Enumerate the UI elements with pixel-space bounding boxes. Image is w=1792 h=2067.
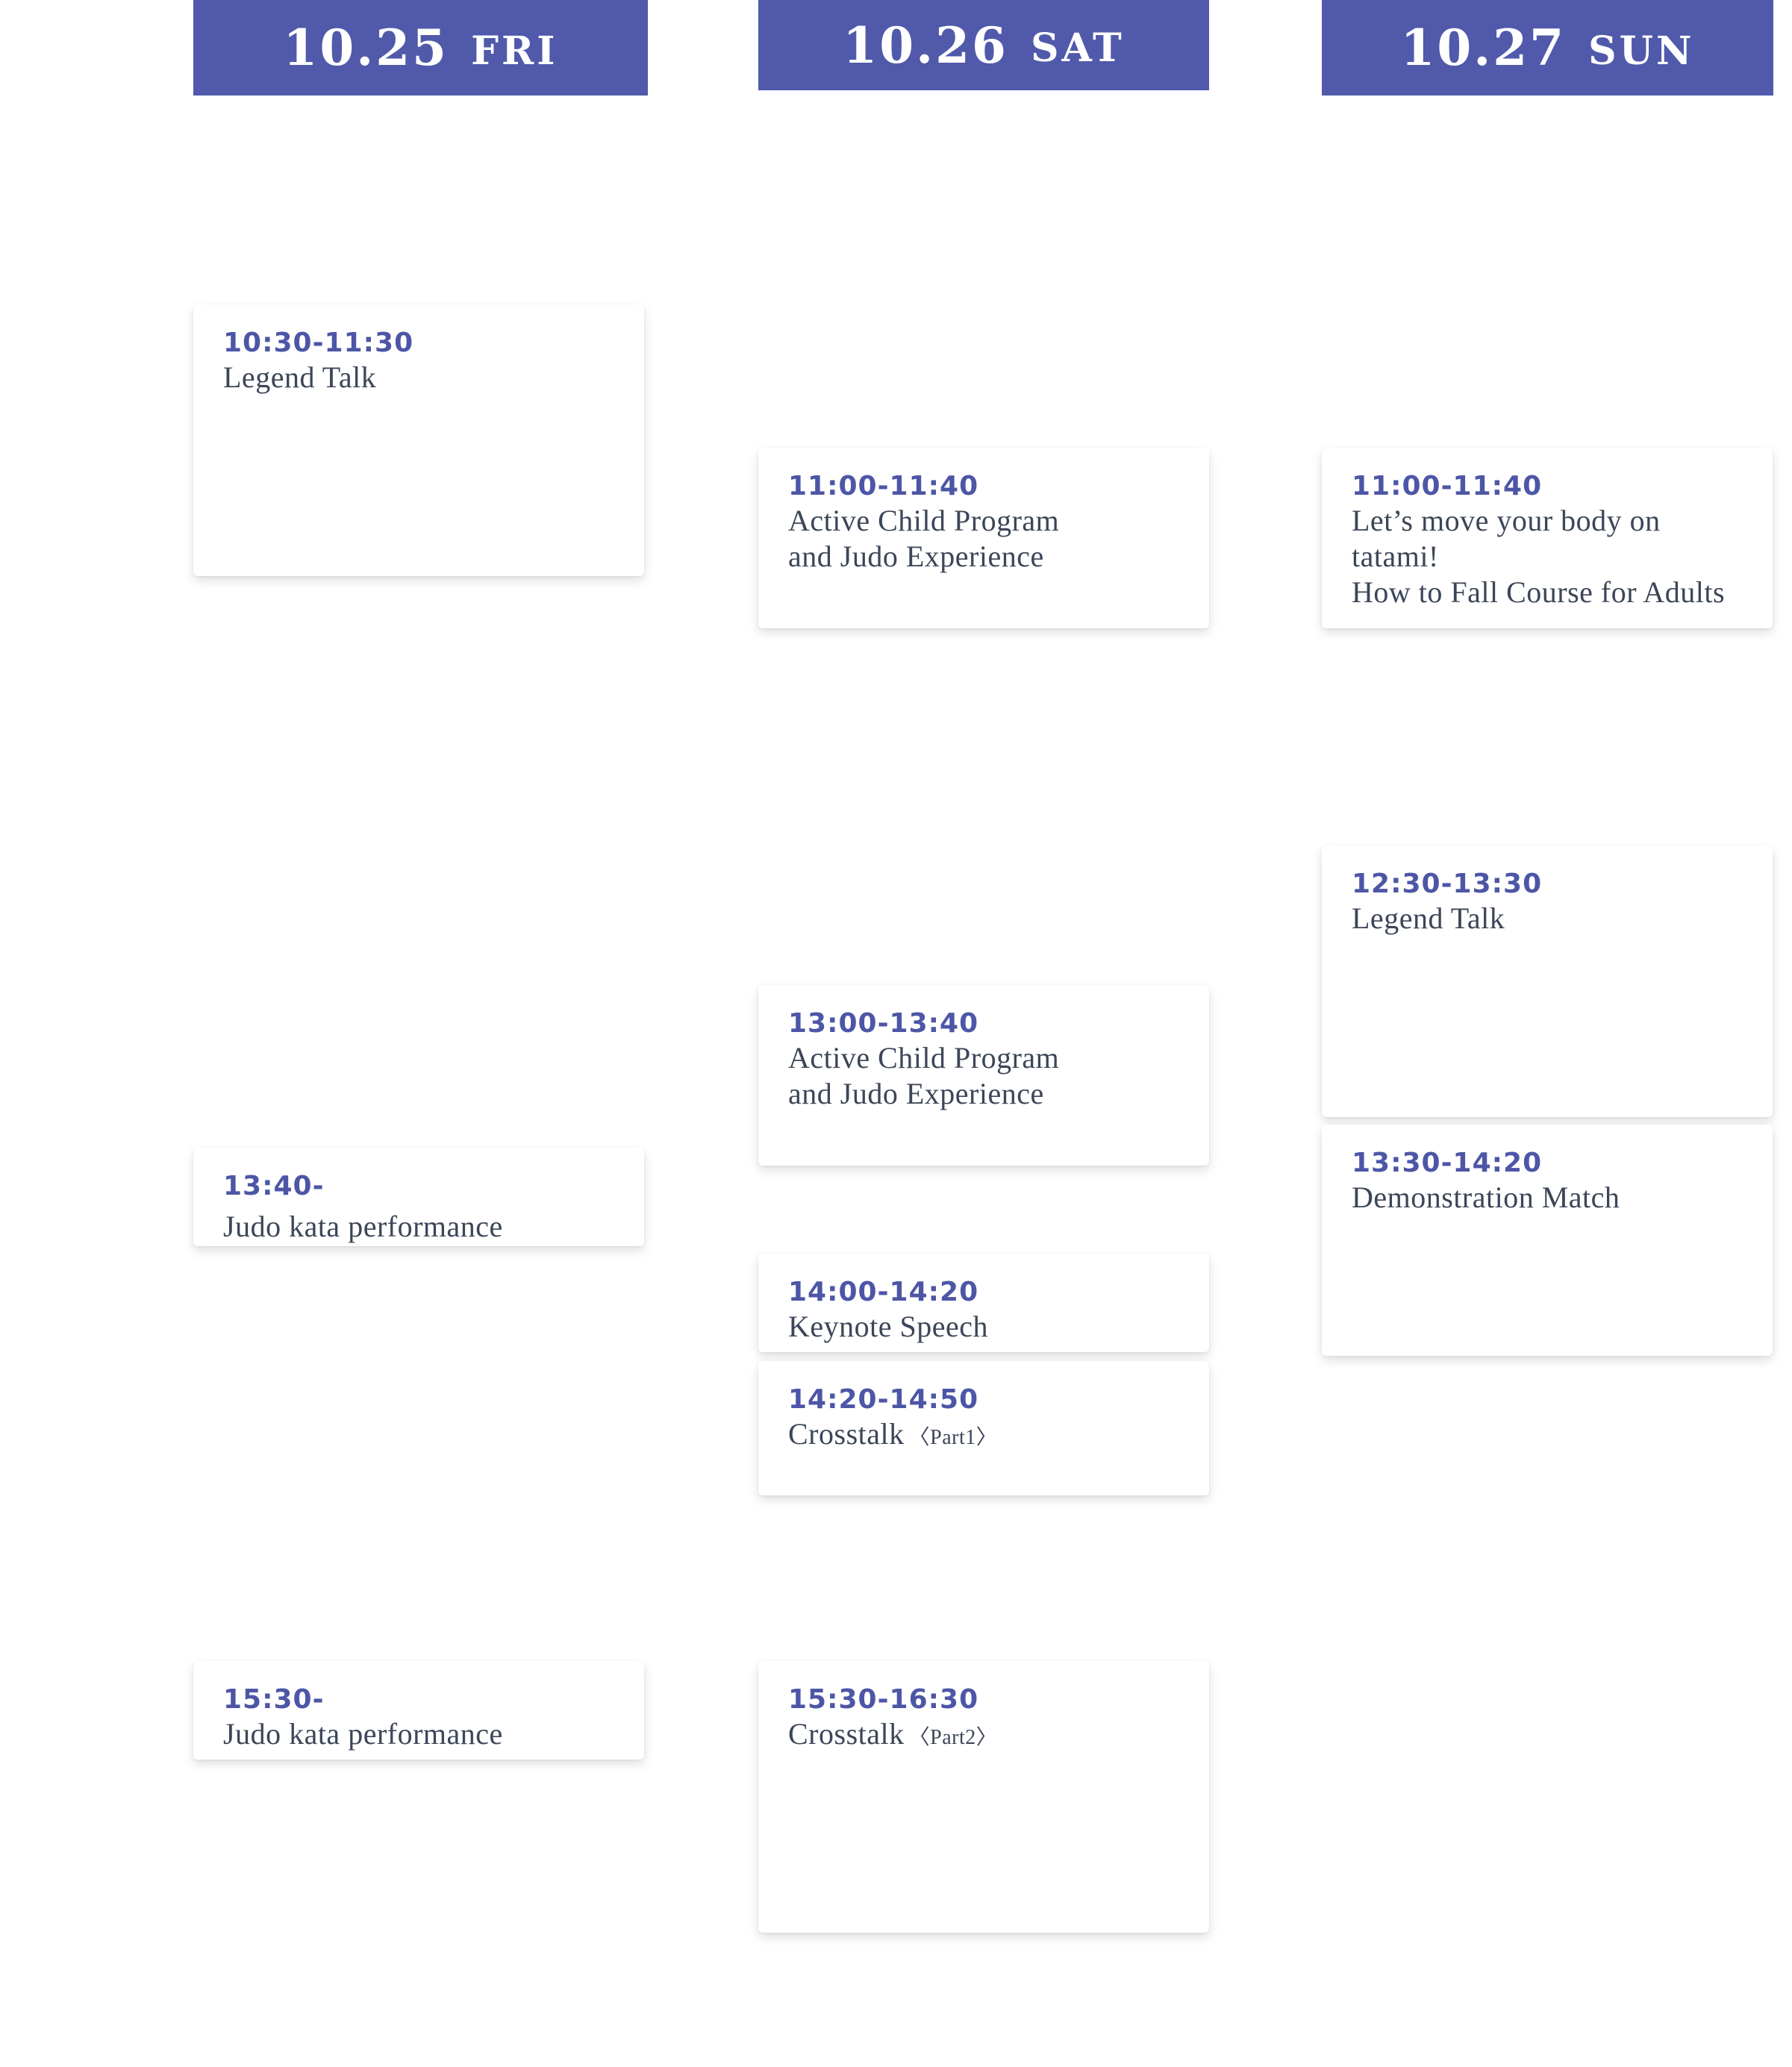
day-of-week: SAT xyxy=(1030,25,1125,71)
day-of-week: SUN xyxy=(1588,28,1695,74)
event-card-judo-kata[interactable]: 13:40- Judo kata performance xyxy=(193,1148,644,1246)
event-title-line1: Let’s move your body on tatami! xyxy=(1352,504,1661,573)
event-card-crosstalk-part1[interactable]: 14:20-14:50 Crosstalk〈Part1〉 xyxy=(758,1361,1209,1495)
event-time: 15:30-16:30 xyxy=(788,1684,979,1715)
event-title-line2: How to Fall Course for Adults xyxy=(1352,575,1726,609)
event-time: 14:00-14:20 xyxy=(788,1277,979,1307)
day-header-fri: 10.25 FRI xyxy=(193,0,648,96)
event-part-label: 〈Part2〉 xyxy=(908,1726,998,1749)
event-card-judo-kata[interactable]: 15:30- Judo kata performance xyxy=(193,1661,644,1760)
event-title: Judo kata performance xyxy=(223,1210,503,1243)
day-date: 10.26 xyxy=(843,16,1008,75)
event-title: Legend Talk xyxy=(1352,901,1505,935)
event-time: 11:00-11:40 xyxy=(788,471,979,501)
event-time: 14:20-14:50 xyxy=(788,1384,979,1415)
event-title-line1: Active Child Program xyxy=(788,1041,1060,1075)
event-time: 11:00-11:40 xyxy=(1352,471,1543,501)
event-part-label: 〈Part1〉 xyxy=(908,1426,998,1449)
day-date: 10.27 xyxy=(1400,19,1567,77)
event-title-line1: Active Child Program xyxy=(788,504,1060,537)
event-card-crosstalk-part2[interactable]: 15:30-16:30 Crosstalk〈Part2〉 xyxy=(758,1661,1209,1933)
event-title: Keynote Speech xyxy=(788,1310,989,1343)
event-card-keynote[interactable]: 14:00-14:20 Keynote Speech xyxy=(758,1254,1209,1352)
day-date: 10.25 xyxy=(283,19,449,77)
event-title: Judo kata performance xyxy=(223,1717,503,1751)
event-title-line2: and Judo Experience xyxy=(788,1077,1044,1110)
event-time: 10:30-11:30 xyxy=(223,328,414,358)
day-header-sun: 10.27 SUN xyxy=(1322,0,1773,96)
event-time: 12:30-13:30 xyxy=(1352,869,1543,899)
event-title-text: Crosstalk xyxy=(788,1717,905,1751)
event-title: Crosstalk〈Part1〉 xyxy=(788,1416,1179,1456)
event-title: Legend Talk xyxy=(223,360,377,394)
event-card-demonstration-match[interactable]: 13:30-14:20 Demonstration Match xyxy=(1322,1125,1773,1356)
event-title: Demonstration Match xyxy=(1352,1181,1620,1214)
event-title-line2: and Judo Experience xyxy=(788,540,1044,573)
event-time: 13:30-14:20 xyxy=(1352,1148,1543,1178)
event-title-text: Crosstalk xyxy=(788,1417,905,1451)
event-time: 13:40- xyxy=(223,1171,325,1201)
event-card-how-to-fall[interactable]: 11:00-11:40 Let’s move your body on tata… xyxy=(1322,448,1773,628)
event-time: 13:00-13:40 xyxy=(788,1008,979,1039)
event-card-legend-talk[interactable]: 12:30-13:30 Legend Talk xyxy=(1322,845,1773,1117)
event-title: Crosstalk〈Part2〉 xyxy=(788,1716,1179,1756)
day-of-week: FRI xyxy=(471,28,558,74)
event-card-active-child[interactable]: 11:00-11:40 Active Child Program and Jud… xyxy=(758,448,1209,628)
day-header-sat: 10.26 SAT xyxy=(758,0,1209,90)
event-card-active-child[interactable]: 13:00-13:40 Active Child Program and Jud… xyxy=(758,985,1209,1166)
event-card-legend-talk[interactable]: 10:30-11:30 Legend Talk xyxy=(193,304,644,576)
event-time: 15:30- xyxy=(223,1684,325,1715)
